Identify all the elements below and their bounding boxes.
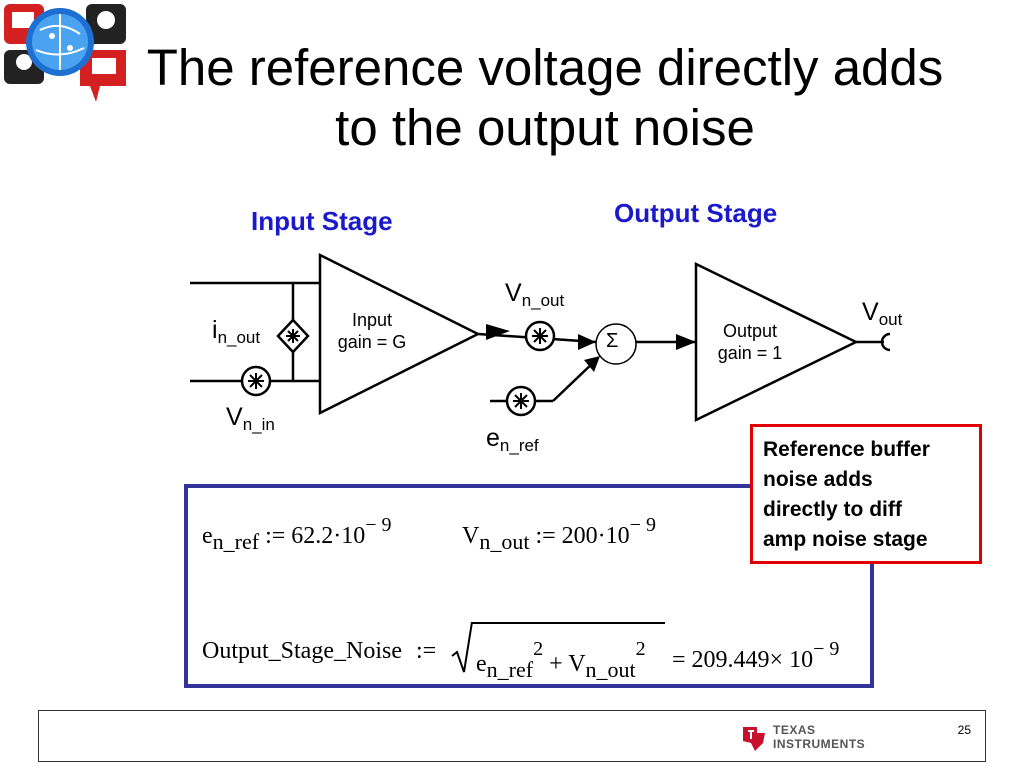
equation-radicand: en_ref2 + Vn_out2 — [476, 638, 646, 683]
output-amp-label-line1: Output — [722, 321, 778, 341]
en-ref-noise-source-icon — [505, 385, 537, 417]
summer-symbol: Σ — [606, 330, 619, 352]
ti-logo-line2: Instruments — [773, 737, 866, 751]
eq3-result: = 209.449× 10 — [672, 647, 814, 673]
v-n-out-main: V — [505, 279, 522, 307]
v-out-main: V — [862, 298, 879, 326]
output-terminal-icon — [880, 332, 891, 352]
eref-diagonal-wire — [552, 359, 597, 402]
eq3-term1-exp: 2 — [533, 638, 544, 660]
eq3-term2-exp: 2 — [635, 638, 646, 660]
slide-footer: Texas Instruments 25 — [38, 710, 986, 762]
texas-instruments-logo-icon — [743, 727, 765, 751]
eq1-sub: n_ref — [212, 529, 260, 554]
output-stage-label: Output Stage — [614, 198, 778, 228]
eq3-assign: := — [415, 638, 437, 664]
callout-line-4: amp noise stage — [763, 528, 928, 551]
callout-line-3: directly to diff — [763, 498, 902, 521]
e-n-ref-sub: n_ref — [499, 436, 539, 455]
eq1-value: 62.2·10 — [291, 523, 366, 549]
eq3-term1-var: e — [476, 651, 487, 677]
arrow-head-icon — [578, 334, 596, 350]
v-n-in-sub: n_in — [242, 415, 275, 434]
summer-circle — [595, 323, 637, 365]
vn-out-noise-source-icon — [524, 320, 556, 352]
i-n-out-label: in_out — [212, 316, 260, 348]
eq2-var: V — [462, 523, 480, 549]
equation-vn-out: Vn_out := 200·10− 9 — [462, 514, 656, 555]
arrow-head-icon — [584, 356, 600, 372]
v-n-in-main: V — [226, 403, 243, 431]
e-n-ref-main: e — [486, 424, 500, 452]
square-root-bar — [472, 622, 665, 624]
reference-buffer-callout: Reference buffer noise adds directly to … — [750, 424, 982, 564]
eq3-term2-sub: n_out — [585, 657, 636, 682]
equation-en-ref: en_ref := 62.2·10− 9 — [202, 514, 392, 555]
v-n-in-label: Vn_in — [226, 403, 275, 435]
eq3-term2-var: V — [568, 651, 586, 677]
equation-output-stage-noise: Output_Stage_Noise := — [202, 638, 436, 665]
eq2-sub: n_out — [479, 529, 530, 554]
i-n-out-sub: n_out — [217, 328, 261, 347]
eq2-value: 200·10 — [561, 523, 630, 549]
vn-in-noise-source-icon — [240, 365, 272, 397]
input-amplifier-triangle — [318, 252, 481, 416]
v-out-label: Vout — [862, 298, 902, 330]
e-n-ref-label: en_ref — [486, 424, 539, 456]
eq1-exp: − 9 — [365, 514, 392, 536]
equation-box: en_ref := 62.2·10− 9 Vn_out := 200·10− 9… — [184, 484, 874, 688]
arrow-head-icon — [676, 334, 696, 350]
callout-line-2: noise adds — [763, 468, 873, 491]
input-amp-label: Input gain = G — [327, 309, 417, 353]
output-amp-label-line2: gain = 1 — [717, 343, 783, 363]
eq3-plus: + — [549, 651, 563, 677]
eq3-result-exp: − 9 — [813, 638, 840, 660]
current-noise-source-icon — [276, 318, 310, 354]
eq3-term1-sub: n_ref — [486, 657, 534, 682]
eq3-lhs: Output_Stage_Noise — [202, 638, 402, 664]
v-n-out-sub: n_out — [521, 291, 565, 310]
v-n-out-label: Vn_out — [505, 279, 564, 311]
eq1-var: e — [202, 523, 213, 549]
arrow-head-icon — [486, 324, 510, 340]
v-out-sub: out — [878, 310, 903, 329]
page-number: 25 — [957, 723, 971, 737]
ti-logo-line1: Texas — [773, 723, 816, 737]
i-n-out-main: i — [212, 316, 218, 344]
eq1-assign: := — [265, 523, 286, 549]
eq2-assign: := — [535, 523, 556, 549]
slide-title: The reference voltage directly adds to t… — [146, 39, 944, 156]
equation-result: = 209.449× 10− 9 — [672, 638, 839, 674]
input-amp-label-line2: gain = G — [337, 332, 407, 352]
noise-block-diagram — [190, 252, 891, 422]
output-amp-label: Output gain = 1 — [704, 320, 796, 364]
eq2-exp: − 9 — [629, 514, 656, 536]
square-root-icon — [451, 621, 473, 673]
presentation-logo-icon — [4, 4, 126, 102]
input-stage-label: Input Stage — [251, 206, 393, 236]
callout-line-1: Reference buffer — [763, 438, 930, 461]
input-amp-label-line1: Input — [351, 310, 393, 330]
